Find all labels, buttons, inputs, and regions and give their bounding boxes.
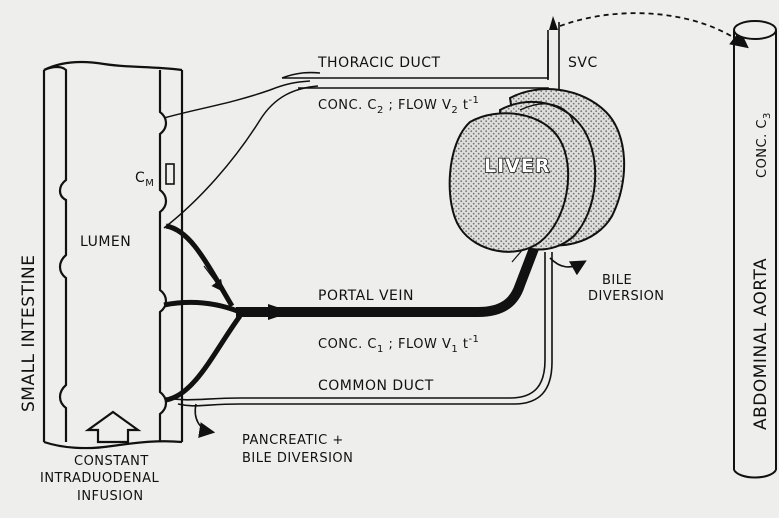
infusion-arrow-icon	[88, 412, 138, 442]
pancreatic-label-line2: BILE DIVERSION	[242, 451, 353, 466]
svc-arrow-icon	[549, 16, 558, 30]
aorta-bottom	[734, 470, 776, 478]
lymph-branch-upper	[164, 81, 310, 118]
small-intestine-label: SMALL INTESTINE	[19, 255, 39, 412]
infusion-label-line3: INFUSION	[77, 489, 144, 504]
cm-label: CM	[135, 170, 154, 189]
portal-vein-arrow-icon	[268, 304, 292, 320]
pancreatic-diversion-arrow	[195, 404, 212, 432]
aorta-top	[734, 21, 776, 39]
portal-vein-label: PORTAL VEIN	[318, 288, 414, 304]
svc-to-aorta-dashed-arrow	[560, 13, 746, 46]
cm-sampling-box	[166, 164, 174, 184]
liver-lobe-front	[450, 113, 568, 252]
conc-c1-label: CONC. C1 ; FLOW V1 t-1	[318, 334, 479, 355]
small-intestine	[44, 62, 182, 448]
liver-label: LIVER	[484, 155, 551, 177]
bile-diversion-label-line2: DIVERSION	[588, 289, 665, 304]
portal-branch-top	[166, 226, 232, 306]
svc-label: SVC	[568, 55, 598, 71]
pancreatic-label-line1: PANCREATIC +	[242, 433, 344, 448]
infusion-label-line2: INTRADUODENAL	[40, 471, 159, 486]
bile-diversion-label-line1: BILE	[602, 273, 632, 288]
conc-c3-label: CONC. C3	[755, 112, 773, 178]
lumen-label: LUMEN	[80, 234, 131, 250]
conc-c2-label: CONC. C2 ; FLOW V2 t-1	[318, 95, 479, 116]
common-duct-label: COMMON DUCT	[318, 378, 434, 394]
infusion-label-line1: CONSTANT	[74, 454, 149, 469]
thoracic-duct-label: THORACIC DUCT	[317, 55, 441, 71]
intestine-inner-right-wall	[160, 70, 166, 442]
lymph-branch-lower	[164, 86, 318, 228]
bile-diversion-arrow	[550, 258, 584, 267]
portal-branch-bottom	[166, 316, 240, 400]
intestine-left-wall	[44, 67, 66, 442]
abdominal-aorta-label: ABDOMINAL AORTA	[751, 258, 771, 430]
